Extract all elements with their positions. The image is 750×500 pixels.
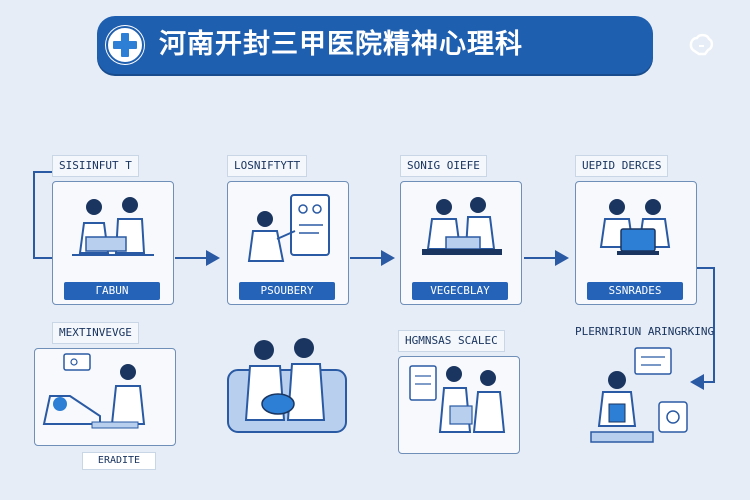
step-label: HGMNSAS SCALEC bbox=[398, 330, 505, 352]
tablet-assessment-illustration bbox=[247, 194, 330, 262]
step-card-6 bbox=[222, 330, 362, 450]
monitoring-illustration bbox=[590, 347, 688, 443]
consultation-illustration bbox=[422, 197, 502, 255]
couple-therapy-illustration bbox=[227, 338, 347, 433]
step-card-1: SISIINFUT T ГАВUN bbox=[52, 155, 182, 305]
step-card-8: PLERNIRIUN ARINGRKING bbox=[575, 322, 714, 472]
step-card-4: UEPID DERCES SSNRADES bbox=[575, 155, 705, 305]
step-label: MEXTINVEVGE bbox=[52, 322, 139, 344]
step-label: UEPID DERCES bbox=[575, 155, 669, 177]
arrow-right-icon bbox=[175, 250, 220, 266]
step-tag: ГАВUN bbox=[64, 282, 160, 300]
step-card-3: SONIG OIEFE VEGECBLAY bbox=[400, 155, 530, 305]
step-tag: VEGECBLAY bbox=[412, 282, 508, 300]
step-card-7: HGMNSAS SCALEC bbox=[398, 330, 528, 470]
arrow-right-icon bbox=[350, 250, 395, 266]
arrow-right-icon bbox=[524, 250, 569, 266]
step-label: PLERNIRIUN ARINGRKING bbox=[575, 325, 715, 338]
bedside-care-illustration bbox=[42, 353, 146, 429]
page-title: 河南开封三甲医院精神心理科 bbox=[159, 29, 523, 60]
step-label: SISIINFUT T bbox=[52, 155, 139, 177]
step-card-5: MEXTINVEVGE ERADITE bbox=[34, 322, 182, 472]
step-tag: PSOUBERY bbox=[239, 282, 335, 300]
step-tag: ERADITE bbox=[82, 452, 156, 470]
connector-line bbox=[33, 171, 52, 259]
connector-line bbox=[695, 267, 715, 383]
step-label: SONIG OIEFE bbox=[400, 155, 487, 177]
brain-icon bbox=[689, 33, 714, 56]
step-card-2: LOSNIFTYTT PSOUBERY bbox=[227, 155, 357, 305]
arrow-left-icon bbox=[690, 374, 704, 390]
step-label: LOSNIFTYTT bbox=[227, 155, 308, 177]
step-tag: SSNRADES bbox=[587, 282, 683, 300]
doctor-patient-illustration bbox=[72, 197, 154, 256]
title-banner: 河南开封三甲医院精神心理科 bbox=[97, 16, 714, 74]
medical-cross-icon bbox=[105, 25, 145, 65]
laptop-counseling-illustration bbox=[599, 199, 671, 255]
scale-assessment-illustration bbox=[409, 365, 506, 433]
